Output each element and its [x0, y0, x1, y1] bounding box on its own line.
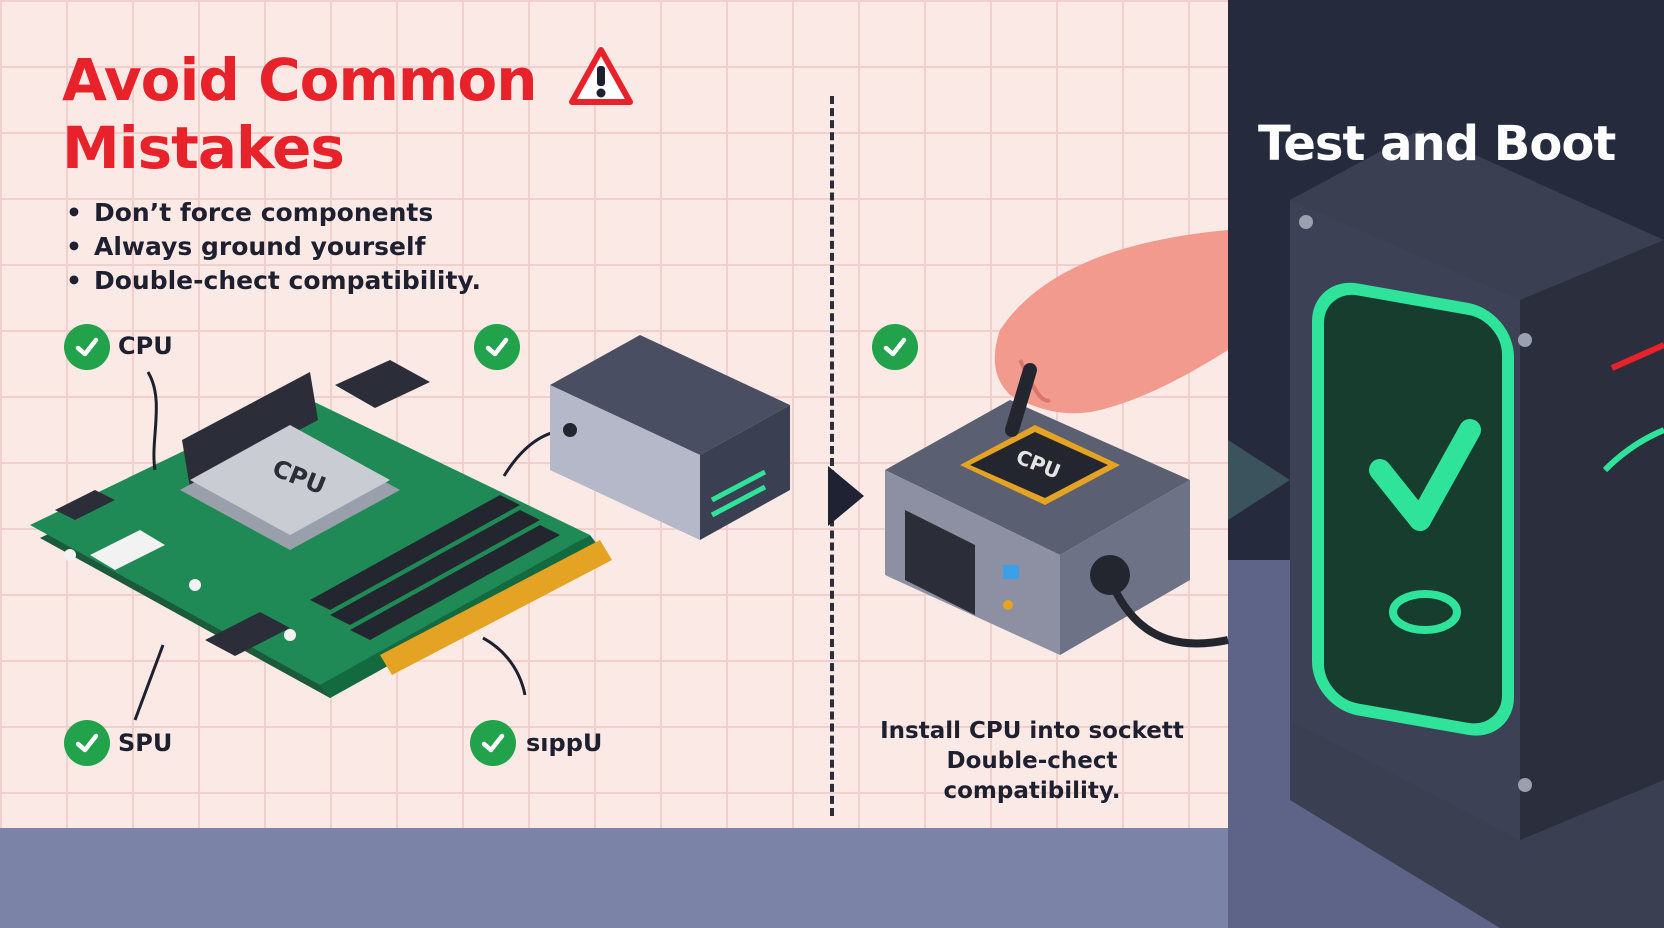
page-title: Avoid Common Mistakes — [62, 46, 537, 182]
checkmark-icon — [470, 720, 516, 766]
list-item: Always ground yourself — [66, 230, 481, 264]
psu-box-illustration — [550, 335, 790, 540]
list-item: Don’t force components — [66, 196, 481, 230]
title-line-1: Avoid Common — [62, 46, 537, 114]
play-arrow-icon — [828, 466, 864, 526]
checkmark-icon — [872, 324, 918, 370]
mistakes-list: Don’t force components Always ground you… — [66, 196, 481, 298]
spu-label: SPU — [118, 729, 173, 757]
section-divider — [830, 96, 834, 816]
cpu-label: CPU — [118, 332, 173, 360]
motherboard-illustration: CPU — [30, 360, 612, 698]
sippu-label: sıppU — [526, 729, 603, 757]
checkmark-icon — [64, 720, 110, 766]
pc-tower-illustration — [1228, 130, 1664, 928]
caption-line-2: Double-chect compatibility. — [943, 748, 1121, 804]
checkmark-icon — [64, 324, 110, 370]
caption-line-1: Install CPU into sockett — [880, 718, 1184, 744]
checkmark-icon — [474, 324, 520, 370]
title-line-2: Mistakes — [62, 114, 345, 182]
install-caption: Install CPU into sockett Double-chect co… — [862, 716, 1202, 806]
boot-title: Test and Boot — [1258, 116, 1616, 172]
hand-illustration — [994, 230, 1228, 437]
warning-icon — [569, 47, 633, 105]
socket-box-illustration: CPU — [885, 400, 1229, 655]
list-item: Double-chect compatibility. — [66, 264, 481, 298]
